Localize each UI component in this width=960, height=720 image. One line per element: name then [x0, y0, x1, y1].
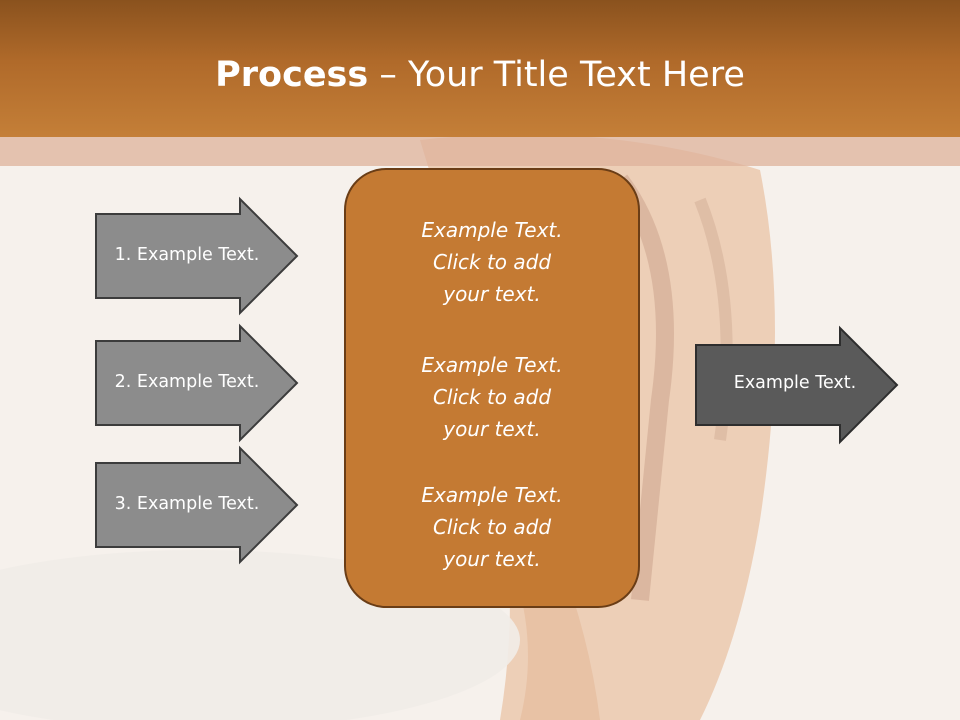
output-arrow-label: Example Text. [733, 373, 857, 393]
input-arrow-3-label: 3. Example Text. [114, 494, 260, 514]
center-text-line: your text. [443, 547, 541, 571]
center-text-line: Click to add [432, 250, 552, 274]
center-text-line: your text. [443, 417, 541, 441]
input-arrow-1[interactable] [95, 196, 299, 316]
title-bar [0, 0, 960, 137]
center-text-block-1[interactable]: Example Text. Click to add your text. [346, 214, 638, 310]
center-text-block-2[interactable]: Example Text. Click to add your text. [346, 349, 638, 445]
output-arrow[interactable] [695, 325, 899, 445]
center-text-block-3[interactable]: Example Text. Click to add your text. [346, 479, 638, 575]
center-text-line: Example Text. [421, 218, 563, 242]
title-underline-band [0, 137, 960, 166]
slide-title-rest: – Your Title Text Here [368, 55, 745, 95]
center-process-box[interactable]: Example Text. Click to add your text. Ex… [344, 168, 640, 608]
center-text-line: Click to add [432, 385, 552, 409]
center-text-line: Example Text. [421, 483, 563, 507]
center-text-line: your text. [443, 282, 541, 306]
center-text-line: Example Text. [421, 353, 563, 377]
slide-title[interactable]: Process – Your Title Text Here [0, 52, 960, 98]
input-arrow-2-label: 2. Example Text. [114, 372, 260, 392]
center-text-line: Click to add [432, 515, 552, 539]
slide-title-strong: Process [215, 55, 369, 95]
input-arrow-3[interactable] [95, 445, 299, 565]
input-arrow-1-label: 1. Example Text. [114, 245, 260, 265]
input-arrow-2[interactable] [95, 323, 299, 443]
